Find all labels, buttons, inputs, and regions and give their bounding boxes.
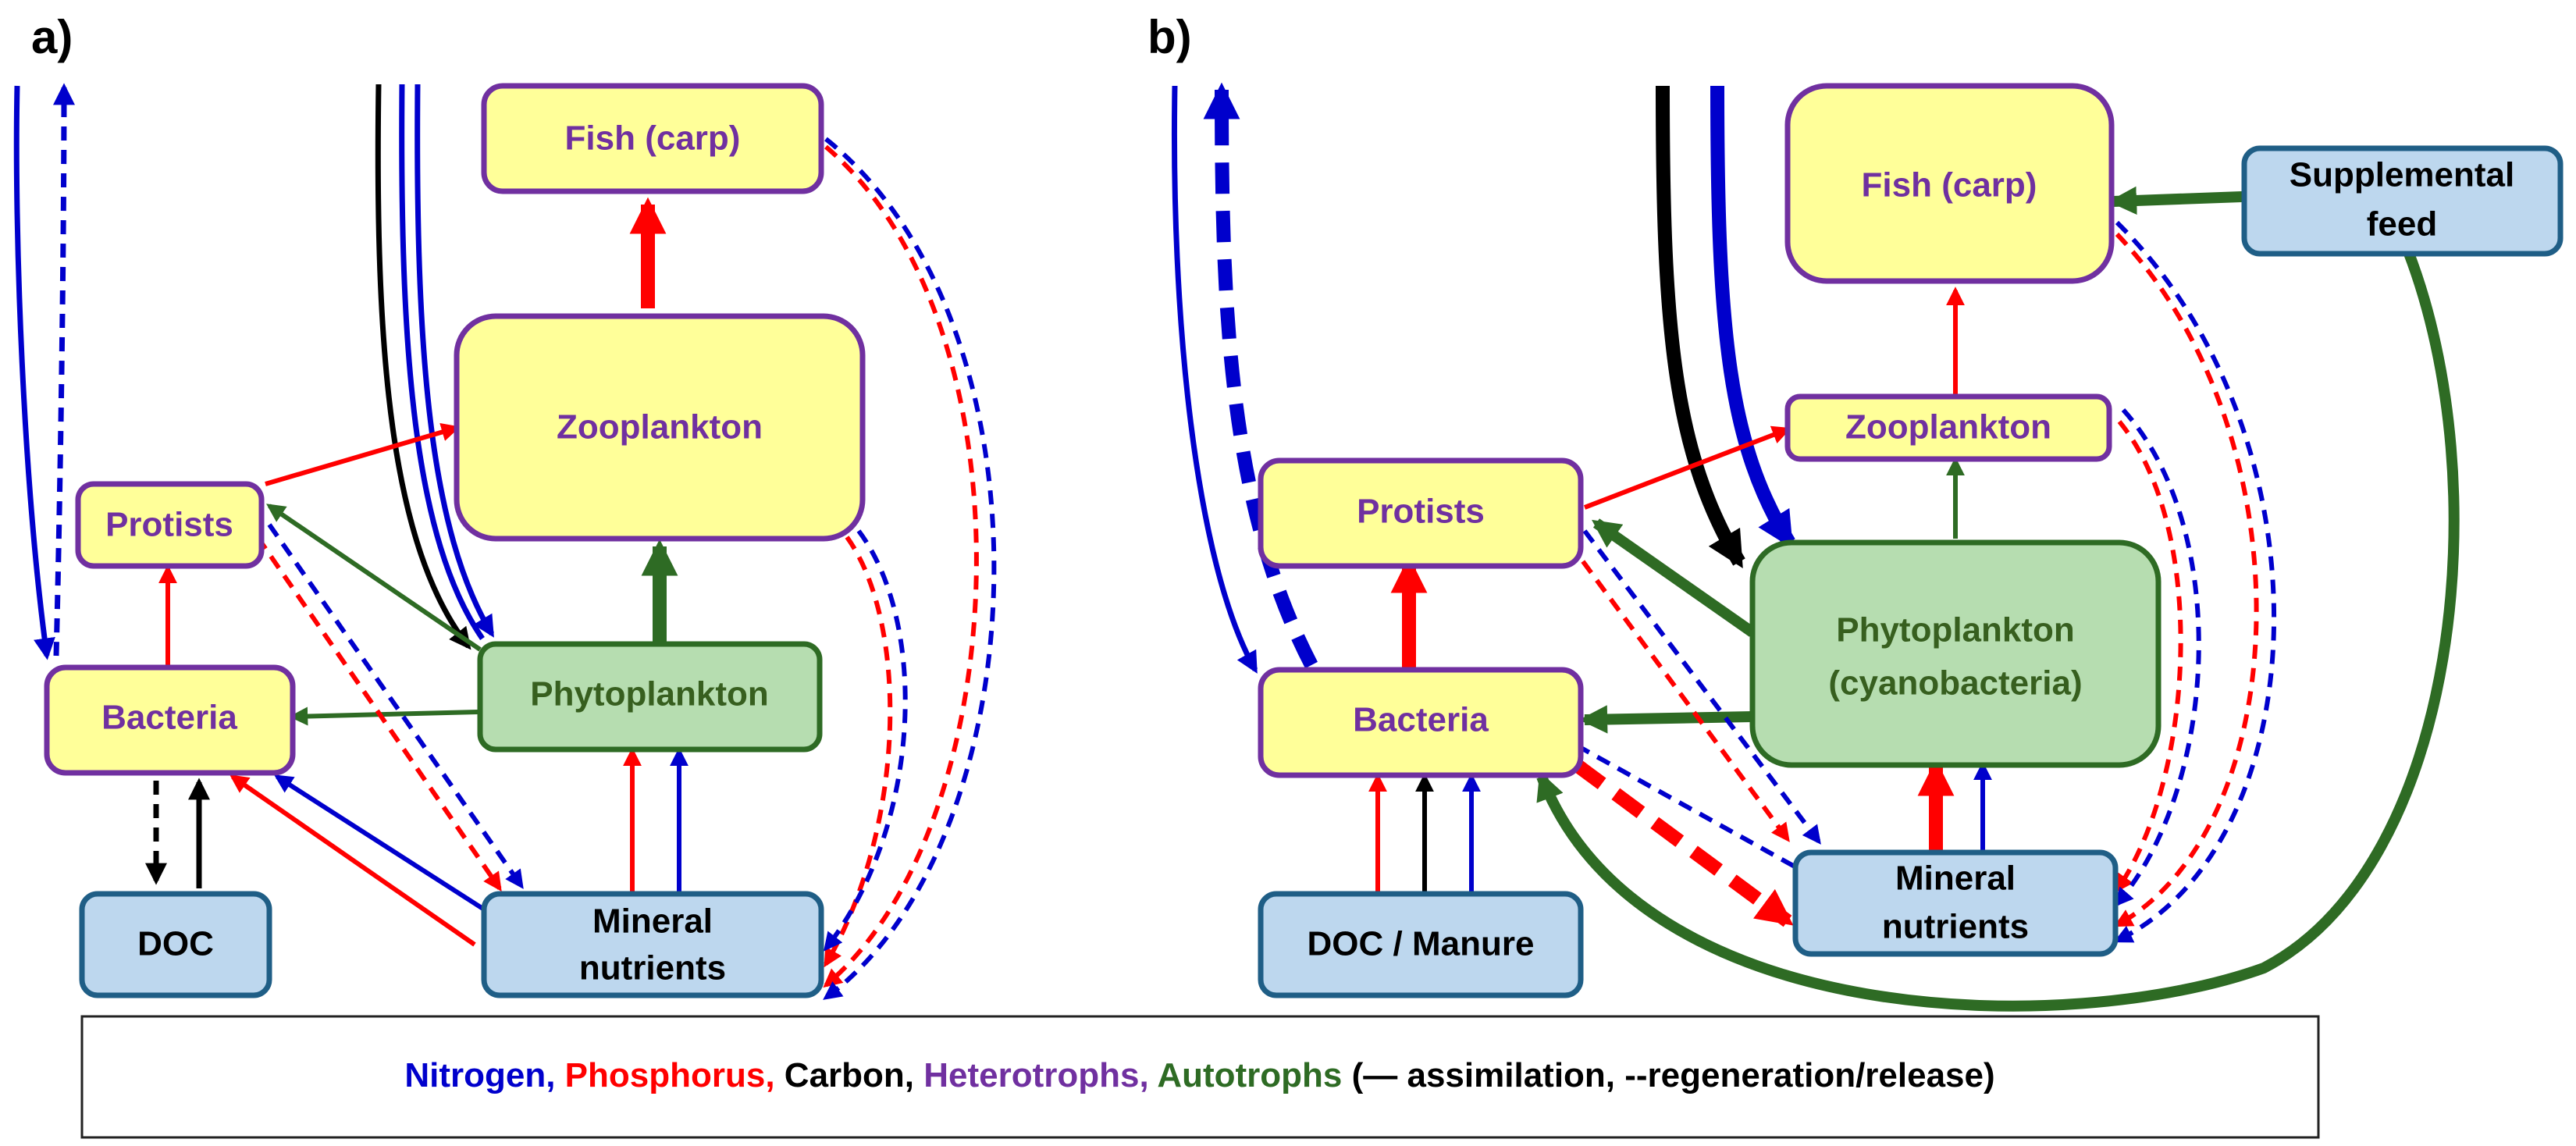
node-b-phyto-label-2: (cyanobacteria) (1828, 664, 2082, 703)
b-autotroph-phyto-to-bacteria (1578, 705, 1753, 734)
a-carbon-inflow-phyto (375, 84, 471, 650)
node-a-phytoplankton-label: Phytoplankton (530, 675, 769, 714)
b-nitrogen-fish-to-mineral (2113, 220, 2277, 943)
a-phosphorus-zoo-to-mineral (824, 536, 893, 968)
a-nitrogen-zoo-to-mineral (824, 529, 908, 952)
node-b-zooplankton-label: Zooplankton (1845, 408, 2051, 447)
node-a-zooplankton-label: Zooplankton (557, 408, 763, 447)
node-a-mineral-label-1: Mineral (592, 902, 713, 941)
node-b-mineral-label-1: Mineral (1895, 860, 2016, 898)
a-autotroph-phyto-to-protists (266, 504, 482, 652)
node-b-zooplankton: Zooplankton (1784, 393, 2112, 462)
a-phosphorus-protists-to-zoo (265, 422, 461, 486)
node-b-phytoplankton: Phytoplankton (cyanobacteria) (1749, 539, 2161, 768)
node-a-mineral-nutrients: Mineral nutrients (481, 891, 824, 998)
b-nitrogen-bacteria-to-mineral (1575, 743, 1827, 884)
node-a-protists-label: Protists (105, 506, 233, 544)
node-a-bacteria-label: Bacteria (101, 699, 237, 737)
node-b-feed-label-2: feed (2367, 205, 2437, 244)
node-b-supplemental-feed: Supplemental feed (2241, 145, 2564, 257)
a-nitrogen-release-bacteria (52, 83, 75, 657)
a-nitrogen-protists-to-mineral (267, 523, 524, 889)
node-b-mineral-label-2: nutrients (1882, 908, 2029, 946)
node-b-fish-label: Fish (carp) (1862, 166, 2037, 205)
a-nitrogen-inflow-phyto-2 (415, 84, 494, 638)
panel-label-a: a) (31, 11, 73, 63)
node-a-phytoplankton: Phytoplankton (477, 641, 823, 753)
b-autotroph-feed-to-bacteria (1536, 249, 2460, 1012)
legend: Nitrogen, Phosphorus, Carbon, Heterotrop… (80, 1015, 2320, 1139)
panel-label-b: b) (1147, 11, 1192, 63)
node-a-mineral-label-2: nutrients (579, 949, 726, 988)
b-nitrogen-inflow-phyto (1710, 85, 1795, 549)
b-nitrogen-inflow-bacteria (1171, 85, 1258, 674)
a-phosphorus-protists-to-mineral (255, 536, 502, 892)
b-phosphorus-zoo-to-mineral (2115, 420, 2183, 893)
node-a-fish: Fish (carp) (481, 83, 824, 194)
node-b-doc-label: DOC / Manure (1308, 925, 1535, 963)
node-a-doc: DOC (79, 891, 272, 998)
node-a-protists: Protists (75, 481, 265, 569)
b-phosphorus-bacteria-to-mineral (1572, 759, 1794, 927)
panel-b-arrows (1171, 82, 2460, 1012)
node-b-protists: Protists (1258, 457, 1584, 569)
a-phosphorus-fish-to-mineral (823, 144, 979, 988)
legend-heterotrophs: Heterotrophs, (914, 1056, 1149, 1094)
node-b-bacteria-label: Bacteria (1353, 701, 1489, 739)
b-nitrogen-release-bacteria (1203, 82, 1318, 669)
b-nitrogen-protists-to-mineral (1582, 529, 1821, 845)
panel-a-arrows (13, 83, 997, 1000)
b-phosphorus-protists-to-zoo (1583, 425, 1791, 510)
legend-autotrophs: Autotrophs (1149, 1056, 1343, 1094)
b-carbon-inflow-phyto (1656, 85, 1745, 569)
b-autotroph-phyto-to-protists (1592, 518, 1756, 637)
b-phosphorus-fish-to-mineral (2113, 232, 2259, 927)
legend-phosphorus: Phosphorus, (555, 1056, 774, 1094)
a-autotroph-phyto-to-bacteria (289, 706, 479, 726)
b-phosphorus-protists-to-mineral (1567, 541, 1790, 842)
node-b-phyto-label-1: Phytoplankton (1836, 611, 2075, 650)
legend-line-key: (— assimilation, --regeneration/release) (1342, 1056, 1994, 1094)
a-nitrogen-mineral-to-bacteria (273, 774, 492, 916)
node-a-doc-label: DOC (137, 925, 214, 963)
a-phosphorus-mineral-to-bacteria (229, 774, 476, 947)
a-nitrogen-fish-to-mineral (823, 137, 997, 1000)
legend-carbon: Carbon, (775, 1056, 914, 1094)
node-a-zooplankton: Zooplankton (454, 313, 866, 542)
panel-a-nodes: Fish (carp) Zooplankton Protists Bacteri… (44, 83, 866, 998)
node-b-feed-label-1: Supplemental (2290, 156, 2515, 194)
node-b-protists-label: Protists (1357, 493, 1485, 531)
node-b-bacteria: Bacteria (1258, 667, 1584, 778)
node-b-mineral-nutrients: Mineral nutrients (1792, 849, 2119, 957)
node-b-doc-manure: DOC / Manure (1258, 891, 1584, 998)
b-nitrogen-zoo-to-mineral (2114, 408, 2201, 907)
a-nitrogen-inflow-bacteria (13, 85, 55, 660)
node-b-fish: Fish (carp) (1784, 83, 2115, 284)
node-a-bacteria: Bacteria (44, 664, 296, 776)
a-nitrogen-inflow-phyto-1 (399, 84, 485, 640)
panel-b-nodes: Fish (carp) Supplemental feed Zooplankto… (1258, 83, 2564, 998)
node-a-fish-label: Fish (carp) (565, 119, 741, 158)
legend-nitrogen: Nitrogen, (404, 1056, 555, 1094)
legend-text: Nitrogen, Phosphorus, Carbon, Heterotrop… (404, 1056, 1994, 1094)
b-autotroph-feed-to-fish (2108, 186, 2243, 215)
